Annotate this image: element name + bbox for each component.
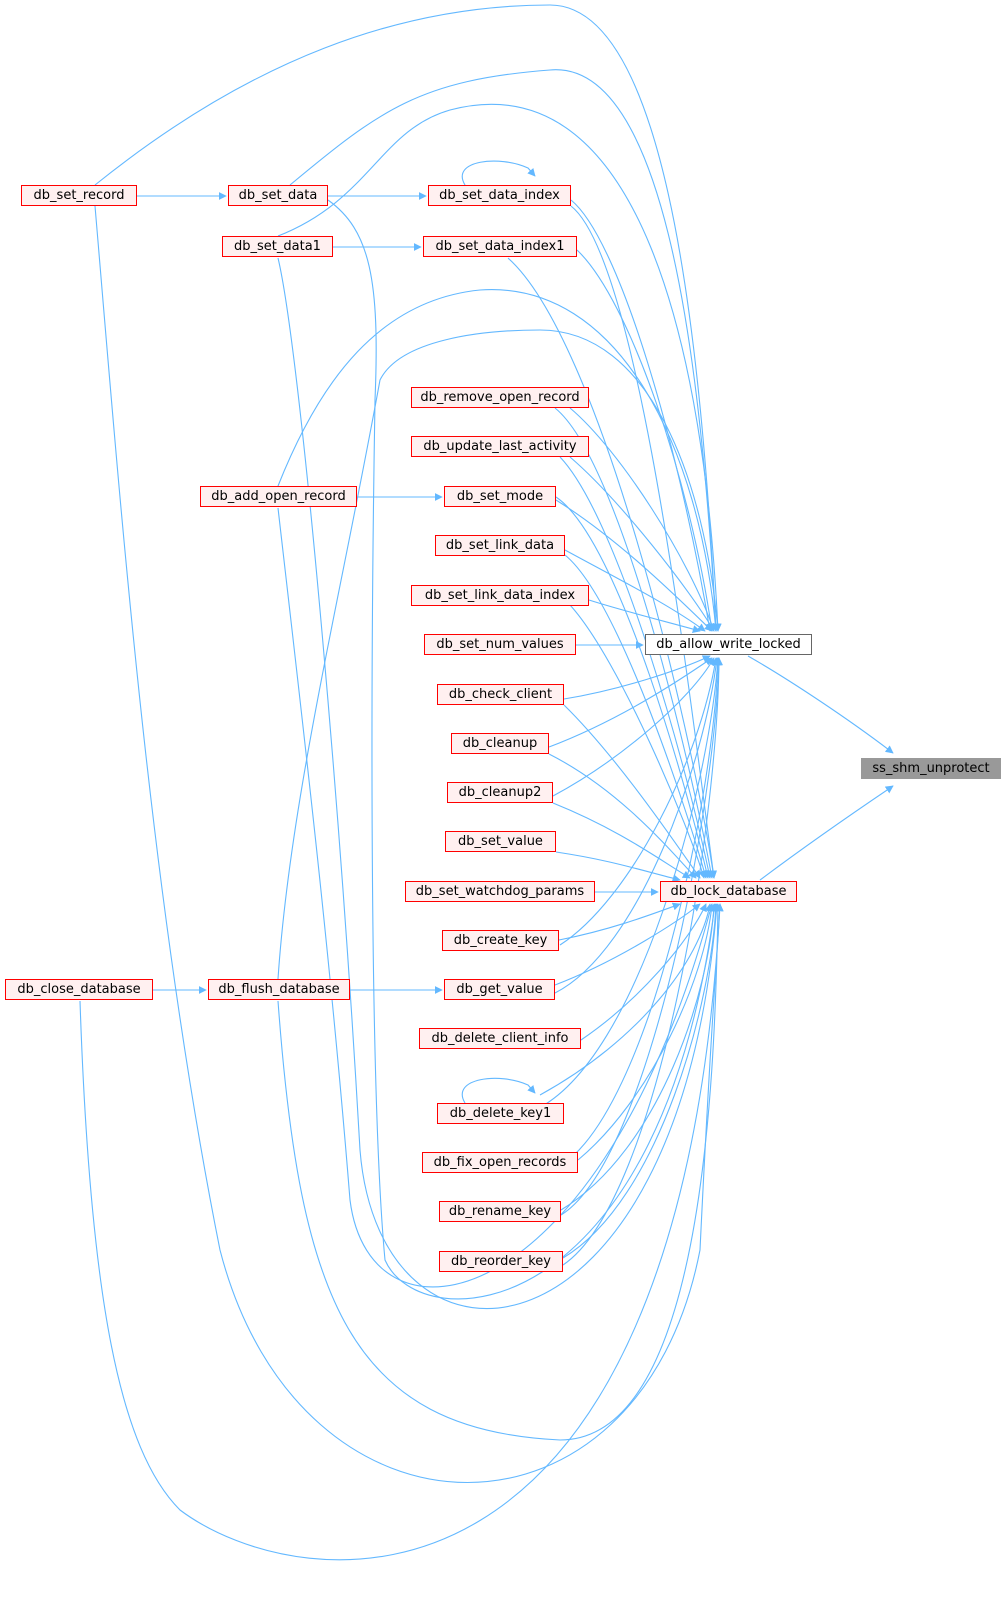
edge-open-record-arc-to-lock [277,507,714,1288]
node-db-fix-open-records[interactable]: db_fix_open_records [422,1152,578,1173]
edge-key1-to-allow [534,657,722,1111]
edge-mode-to-allow [555,499,713,632]
node-db-set-data-index1[interactable]: db_set_data_index1 [423,236,577,257]
edge-reorder-to-lock [562,903,720,1259]
edge-delete-info-to-lock [580,903,707,1041]
node-db-set-watchdog-params[interactable]: db_set_watchdog_params [405,881,595,902]
edge-link-to-allow [564,549,706,632]
node-db-set-link-data-index[interactable]: db_set_link_data_index [411,585,589,606]
edge-update-to-allow [569,456,715,632]
edge-create-to-allow [559,657,719,946]
node-db-update-last-activity[interactable]: db_update_last_activity [411,436,589,457]
edge-record-arc-to-lock [94,205,724,1484]
node-db-set-record[interactable]: db_set_record [21,185,137,206]
edge-mode-to-lock [555,496,711,879]
edge-flush-arc-to-lock [277,903,722,1441]
edge-index-self-loop [461,160,536,186]
edge-close-arc-to-lock [79,903,724,1561]
edge-index1-to-lock [507,257,717,879]
edges [79,4,894,1561]
edge-cleanup-to-allow [548,657,713,748]
edge-allow-to-unprotect [747,655,894,754]
edge-data1-arc-to-allow [277,103,722,632]
edge-fix-to-lock [577,903,716,1161]
edge-key1-to-lock [539,903,713,1096]
node-db-cleanup2[interactable]: db_cleanup2 [447,782,553,803]
edge-flush-arc-to-allow [277,329,722,980]
node-db-create-key[interactable]: db_create_key [442,930,559,951]
node-ss-shm-unprotect: ss_shm_unprotect [861,758,1001,779]
node-db-delete-key1[interactable]: db_delete_key1 [437,1103,564,1124]
edge-check-to-allow [563,655,711,700]
node-db-rename-key[interactable]: db_rename_key [439,1201,561,1222]
edge-remove-to-allow [569,407,716,632]
edge-set-data-arc-to-allow [289,69,720,632]
node-db-set-data-index[interactable]: db_set_data_index [428,185,571,206]
node-db-remove-open-record[interactable]: db_remove_open_record [411,387,589,408]
node-db-set-data1[interactable]: db_set_data1 [222,236,333,257]
node-db-cleanup[interactable]: db_cleanup [451,733,549,754]
edge-key1-self-loop [461,1077,536,1104]
edge-link-index-to-allow [588,599,701,633]
edge-lock-to-unprotect [759,785,894,881]
edge-reorder-to-allow [562,657,723,1266]
edge-set-data-arc-to-lock [327,199,719,1300]
node-db-allow-write-locked[interactable]: db_allow_write_locked [645,634,812,655]
edge-rename-to-allow [560,657,723,1216]
node-db-set-mode[interactable]: db_set_mode [444,486,556,507]
node-db-check-client[interactable]: db_check_client [437,684,564,705]
edge-check-to-lock [563,704,701,879]
edge-open-record-arc-to-allow [277,289,720,632]
edge-data1-arc-to-lock [277,257,721,1309]
node-db-get-value[interactable]: db_get_value [444,979,555,1000]
edge-index1-to-allow [576,249,715,632]
node-db-set-value[interactable]: db_set_value [445,831,556,852]
edge-index-to-lock [570,205,718,879]
edge-create-to-lock [558,902,681,941]
node-db-flush-database[interactable]: db_flush_database [208,979,350,1000]
node-db-set-data[interactable]: db_set_data [228,185,328,206]
node-db-set-link-data[interactable]: db_set_link_data [435,535,565,556]
edge-cleanup2-to-allow [552,657,715,797]
edge-index-to-allow [570,199,713,632]
node-db-close-database[interactable]: db_close_database [5,979,153,1000]
node-db-lock-database[interactable]: db_lock_database [660,881,797,902]
edge-set-value-to-lock [555,851,681,883]
node-db-set-num-values[interactable]: db_set_num_values [424,634,576,655]
edge-cleanup-to-lock [548,753,697,879]
node-db-add-open-record[interactable]: db_add_open_record [200,486,357,507]
edge-get-value-to-lock [554,903,701,986]
edge-cleanup2-to-lock [552,802,691,879]
edge-record-arc-to-allow [94,4,720,632]
node-db-delete-client-info[interactable]: db_delete_client_info [419,1028,581,1049]
edge-link-to-lock [564,554,708,879]
node-db-reorder-key[interactable]: db_reorder_key [439,1251,563,1272]
edge-fix-to-allow [559,657,722,1167]
edge-link-index-to-lock [569,604,706,879]
edge-get-value-to-allow [554,657,721,994]
